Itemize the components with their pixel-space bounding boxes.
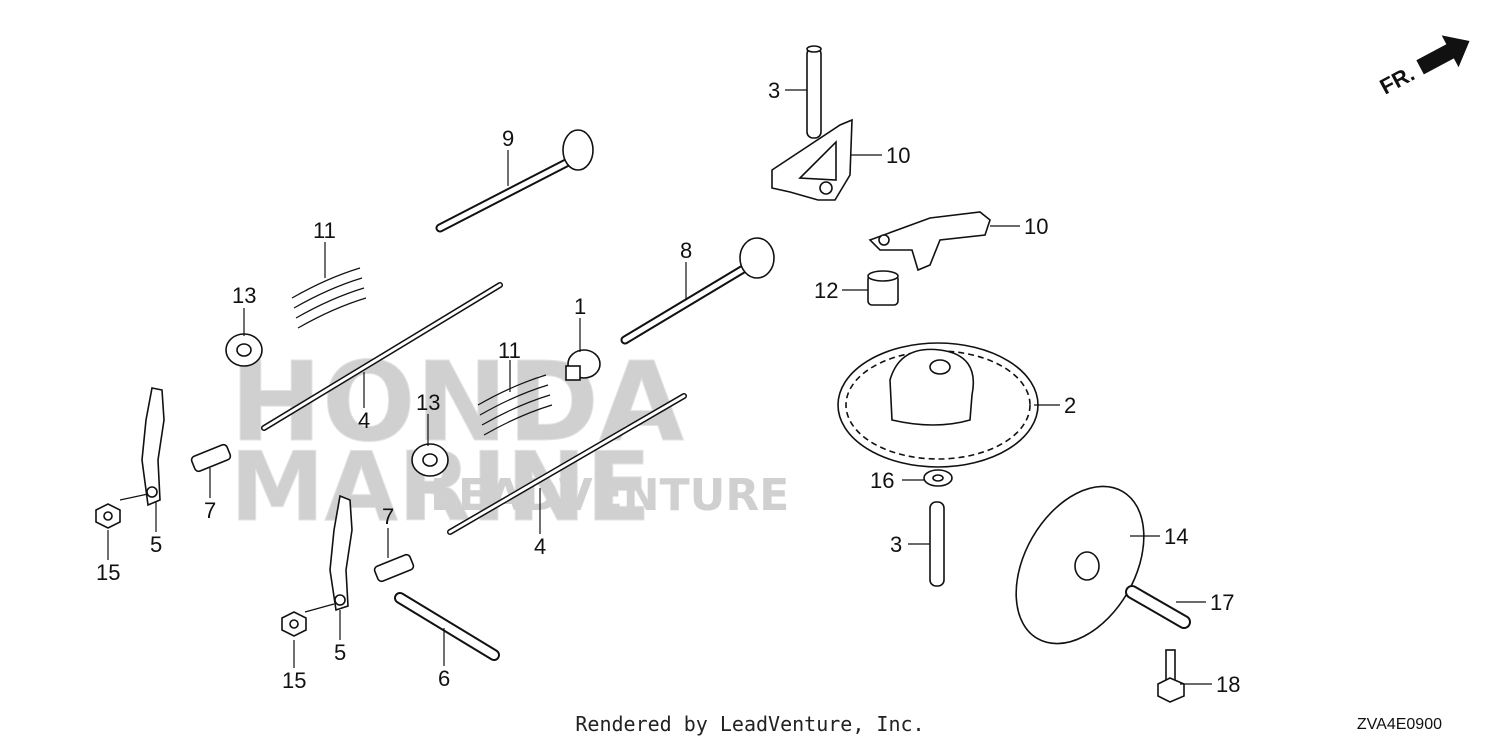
leader-lines: [107, 89, 1212, 685]
watermark-line1: HONDA: [230, 338, 684, 466]
watermark-overlay: LEADVENTURE: [430, 470, 789, 521]
callout-5-left: 5: [150, 532, 162, 557]
part-shaft: [394, 592, 500, 661]
callout-13-upper: 13: [232, 283, 256, 308]
part-nut-left: [95, 503, 121, 529]
part-pin-bottom: [929, 501, 945, 587]
callout-2: 2: [1064, 393, 1076, 418]
callout-7-left: 7: [204, 498, 216, 523]
callout-12: 12: [814, 278, 838, 303]
callout-1: 1: [574, 294, 586, 319]
callout-13-lower: 13: [416, 390, 440, 415]
part-pushrod-lower: [447, 393, 687, 535]
part-adjuster-right: [373, 553, 415, 583]
part-adjuster-left: [190, 443, 232, 473]
callout-10-upper: 10: [886, 143, 910, 168]
callout-14: 14: [1164, 524, 1188, 549]
callout-7-right: 7: [382, 504, 394, 529]
callout-4-upper: 4: [358, 408, 370, 433]
footer-credit: Rendered by LeadVenture, Inc.: [0, 712, 1500, 736]
callout-16: 16: [870, 468, 894, 493]
callout-17: 17: [1210, 590, 1234, 615]
part-valve-9: [435, 129, 594, 233]
callout-10-lower: 10: [1024, 214, 1048, 239]
part-retainer-lower: [411, 443, 449, 477]
callout-9: 9: [502, 126, 514, 151]
part-washer: [923, 469, 953, 487]
part-pushrod-upper: [261, 282, 503, 431]
callout-3-bottom: 3: [890, 532, 902, 557]
part-collar: [867, 270, 899, 306]
part-seal: [565, 349, 601, 381]
part-spring-upper: [291, 267, 367, 329]
footer-credit-text: Rendered by LeadVenture, Inc.: [575, 712, 925, 736]
front-arrow-label: FR.: [1376, 61, 1419, 100]
part-retainer-upper: [225, 333, 263, 367]
part-bolt: [1157, 649, 1185, 703]
part-lever-right: [329, 494, 353, 612]
part-spring-lower: [477, 374, 553, 436]
front-arrow-icon: [1416, 35, 1470, 75]
callout-11-lower: 11: [498, 338, 521, 363]
callout-11-upper: 11: [313, 218, 336, 243]
callout-18: 18: [1216, 672, 1240, 697]
callout-8: 8: [680, 238, 692, 263]
callout-15-right: 15: [282, 668, 306, 693]
callout-6: 6: [438, 666, 450, 691]
part-cam-gear: [837, 342, 1039, 468]
part-nut-right: [281, 611, 307, 637]
callout-15-left: 15: [96, 560, 120, 585]
part-pin-governor: [1125, 585, 1191, 629]
callouts: 3 10 10 12 9 8 11 11 13 13 1 4 4 5 5 7 7…: [96, 78, 1240, 697]
callout-3-top: 3: [768, 78, 780, 103]
part-rocker-arm-upper: [771, 118, 853, 201]
front-arrow: FR.: [1376, 35, 1470, 100]
part-lever-left: [141, 387, 165, 507]
part-valve-8: [620, 237, 775, 345]
callout-4-lower: 4: [534, 534, 546, 559]
part-pin-top: [806, 45, 822, 139]
diagram-code: ZVA4E0900: [1356, 716, 1442, 733]
part-governor-plate: [1015, 485, 1145, 645]
callout-5-right: 5: [334, 640, 346, 665]
part-rocker-arm-lower: [868, 211, 991, 272]
